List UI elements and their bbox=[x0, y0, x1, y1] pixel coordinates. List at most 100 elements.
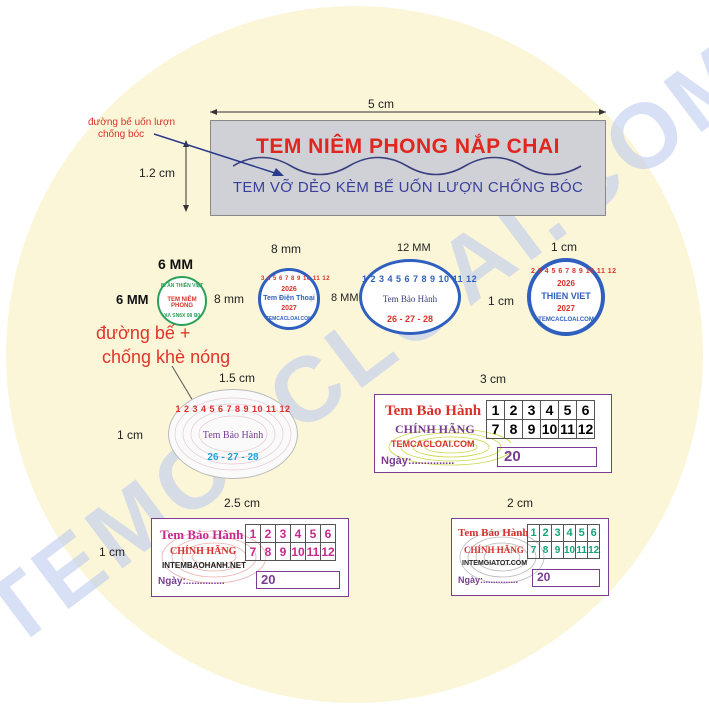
sticker-12mm: 1 2 3 4 5 6 7 8 9 10 11 12 Tem Bảo Hành … bbox=[359, 259, 478, 335]
w1-cell: 1 bbox=[245, 524, 261, 543]
s8-top-label: 8 mm bbox=[271, 242, 301, 256]
w1-cell: 7 bbox=[245, 542, 261, 561]
warranty-2cm-size-label: 2 cm bbox=[507, 496, 534, 510]
oval-top-label: 1.5 cm bbox=[219, 371, 256, 385]
s1cm-year-b: 2027 bbox=[557, 304, 575, 313]
w0-cell: 9 bbox=[522, 419, 541, 439]
w1-cell: 3 bbox=[275, 524, 291, 543]
wavy-cut-line bbox=[233, 156, 582, 176]
warranty-2-5cm-side-label: 1 cm bbox=[99, 545, 126, 559]
sticker-6mm: IN ẤN THIÊN VIỆT TEM NIÊM PHONG 0B 80 X9… bbox=[157, 276, 207, 326]
seal-title: TEM NIÊM PHONG NẮP CHAI bbox=[256, 135, 560, 158]
s1cm-site: TEMCACLOAI.COM bbox=[538, 317, 594, 323]
w1-cell: 9 bbox=[275, 542, 291, 561]
seal-height-label: 1.2 cm bbox=[139, 166, 176, 180]
oval-dates: 26 - 27 - 28 bbox=[207, 452, 259, 463]
w1-cell: 12 bbox=[320, 542, 336, 561]
oval-guilloche bbox=[174, 397, 292, 471]
warranty-sticker-2-5cm: Tem Bảo Hành CHÍNH HÃNG INTEMBAOHANH.NET… bbox=[151, 518, 349, 597]
w0-cell: 2 bbox=[504, 400, 523, 420]
w1-cell: 10 bbox=[290, 542, 306, 561]
seal-subtitle: TEM VỠ DẺO KÈM BẾ UỐN LƯỢN CHỐNG BÓC bbox=[232, 179, 584, 196]
w1-number-grid: 1 2 3 4 5 6 7 8 9 10 11 12 bbox=[245, 524, 336, 561]
w2-cell: 10 bbox=[562, 541, 577, 559]
w0-cell: 8 bbox=[504, 419, 523, 439]
s8-year-b: 2027 bbox=[281, 305, 297, 312]
s12-center-text: Tem Bảo Hành bbox=[382, 294, 438, 304]
w1-cell: 8 bbox=[260, 542, 276, 561]
w1-cell: 11 bbox=[305, 542, 321, 561]
w2-site: INTEMGIATOT.COM bbox=[462, 560, 528, 567]
s12-side-label: 8 MM bbox=[331, 292, 359, 304]
w2-cell: 7 bbox=[527, 541, 540, 559]
w0-site: TEMCACLOAI.COM bbox=[391, 439, 475, 449]
seal-width-label: 5 cm bbox=[368, 97, 395, 111]
s12-dates: 26 - 27 - 28 bbox=[386, 314, 434, 324]
warranty-sticker-2cm: Tem Bảo Hành CHÍNH HÃNG INTEMGIATOT.COM … bbox=[451, 518, 609, 596]
s6-center-text: TEM NIÊM PHONG bbox=[167, 297, 197, 309]
s8-numbers: 3 4 5 6 7 8 9 10 11 12 bbox=[261, 276, 331, 282]
w2-cell: 3 bbox=[551, 524, 564, 542]
w2-cell: 2 bbox=[539, 524, 552, 542]
oval-note-line1: đường bế + bbox=[96, 323, 191, 343]
sticker-8mm: 3 4 5 6 7 8 9 10 11 12 2026 Tem Điện Tho… bbox=[258, 268, 331, 330]
warranty-sticker-3cm: Tem Bảo Hành CHÍNH HÃNG TEMCACLOAI.COM N… bbox=[374, 394, 612, 473]
sticker-1cm: 2 3 4 5 6 7 8 9 10 11 12 2026 THIEN VIET… bbox=[527, 258, 617, 336]
w1-site: INTEMBAOHANH.NET bbox=[162, 561, 246, 570]
w0-subtitle: CHÍNH HÃNG bbox=[395, 422, 475, 436]
s8-side-label: 8 mm bbox=[214, 292, 244, 306]
seal-dimension-lines bbox=[210, 109, 606, 115]
w1-value-box: 20 bbox=[256, 571, 340, 589]
w0-date-label: Ngày:.............. bbox=[381, 455, 455, 467]
w0-cell: 11 bbox=[558, 419, 577, 439]
w0-cell: 12 bbox=[576, 419, 595, 439]
w0-cell: 4 bbox=[540, 400, 559, 420]
wavy-note-arrow bbox=[153, 133, 284, 176]
s6-side-label: 6 MM bbox=[116, 292, 149, 307]
w1-date-label: Ngày:.............. bbox=[158, 576, 225, 587]
s12-top-label: 12 MM bbox=[397, 242, 431, 254]
w0-cell: 10 bbox=[540, 419, 559, 439]
w0-cell: 1 bbox=[486, 400, 505, 420]
sticker-oval-1-5cm: 1 2 3 4 5 6 7 8 9 10 11 12 Tem Bảo Hành … bbox=[168, 389, 298, 479]
warranty-2-5cm-size-label: 2.5 cm bbox=[224, 496, 261, 510]
w1-title: Tem Bảo Hành bbox=[160, 527, 244, 542]
w1-cell: 2 bbox=[260, 524, 276, 543]
s8-site: TEMCACLOAI.COM bbox=[265, 316, 313, 322]
w0-title: Tem Bảo Hành bbox=[385, 403, 482, 419]
w2-cell: 6 bbox=[587, 524, 601, 542]
w2-date-label: Ngày:.............. bbox=[458, 575, 519, 585]
w2-cell: 4 bbox=[562, 524, 577, 542]
w1-cell: 5 bbox=[305, 524, 321, 543]
w0-cell: 7 bbox=[486, 419, 505, 439]
s1cm-center-text: THIEN VIET bbox=[541, 291, 591, 301]
oval-center-text: Tem Bảo Hành bbox=[202, 430, 264, 441]
w2-cell: 1 bbox=[527, 524, 540, 542]
w2-subtitle: CHÍNH HÃNG bbox=[464, 545, 524, 555]
w0-number-grid: 1 2 3 4 5 6 7 8 9 10 11 12 bbox=[486, 400, 595, 439]
w2-cell: 12 bbox=[587, 541, 601, 559]
s6-bottom-arc: 0B 80 X9NS VK bbox=[163, 311, 201, 317]
s6-top-label: 6 MM bbox=[158, 256, 193, 272]
s12-numbers: 1 2 3 4 5 6 7 8 9 10 11 12 bbox=[362, 274, 478, 284]
w2-cell: 11 bbox=[575, 541, 589, 559]
wavy-note-line1: đường bế uốn lượn bbox=[88, 117, 176, 128]
w1-cell: 6 bbox=[320, 524, 336, 543]
w2-cell: 8 bbox=[539, 541, 552, 559]
w0-value-box: 20 bbox=[497, 447, 597, 467]
w2-box-value: 20 bbox=[537, 570, 551, 584]
wavy-note-line2: chống bóc bbox=[98, 129, 145, 140]
s1cm-numbers: 2 3 4 5 6 7 8 9 10 11 12 bbox=[531, 268, 617, 275]
oval-side-label: 1 cm bbox=[117, 428, 144, 442]
s1cm-year-a: 2026 bbox=[557, 279, 575, 288]
w0-box-value: 20 bbox=[504, 448, 521, 465]
s8-center-text: Tem Điện Thoại bbox=[263, 295, 315, 302]
w2-title: Tem Bảo Hành bbox=[458, 527, 529, 539]
warranty-3cm-size-label: 3 cm bbox=[480, 372, 507, 386]
s6-arc-text: IN ẤN THIÊN VIỆT bbox=[160, 283, 204, 289]
w1-cell: 4 bbox=[290, 524, 306, 543]
w2-cell: 5 bbox=[575, 524, 589, 542]
w2-number-grid: 1 2 3 4 5 6 7 8 9 10 11 12 bbox=[527, 524, 601, 559]
s8-year-a: 2026 bbox=[281, 286, 297, 293]
w2-cell: 9 bbox=[551, 541, 564, 559]
